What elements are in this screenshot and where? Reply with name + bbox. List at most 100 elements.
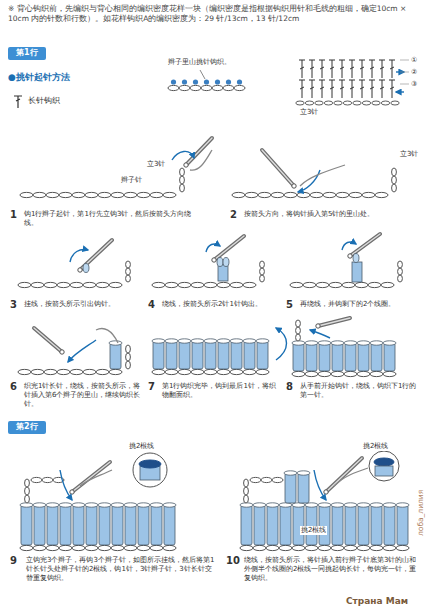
stitch bbox=[254, 505, 265, 545]
chain-link bbox=[44, 369, 57, 374]
chain-link bbox=[370, 371, 383, 376]
stitch bbox=[306, 343, 317, 371]
direction-arrow bbox=[68, 340, 96, 362]
hook-tip bbox=[348, 254, 352, 258]
chain-link bbox=[72, 192, 85, 197]
chain-link bbox=[212, 85, 223, 90]
chain-link bbox=[342, 282, 355, 287]
stitch-top bbox=[150, 503, 163, 507]
detail-label: 挑2根线 bbox=[300, 526, 327, 535]
yarn bbox=[96, 329, 118, 343]
step-text: 再绕线，并钩剩下的2个线圈。 bbox=[300, 300, 395, 309]
chain-link bbox=[191, 369, 204, 374]
crochet-hook-shine bbox=[262, 150, 294, 186]
stitch bbox=[397, 505, 408, 545]
dc-symbol bbox=[309, 60, 315, 78]
inset-loop bbox=[139, 460, 161, 468]
turning-chain bbox=[398, 261, 403, 282]
dc-symbol bbox=[339, 60, 345, 78]
stitch-top bbox=[137, 503, 150, 507]
turning-chain bbox=[126, 345, 131, 369]
crochet-hook bbox=[72, 462, 110, 492]
chain-link bbox=[303, 282, 316, 287]
chain-link bbox=[179, 85, 190, 90]
stitch-top bbox=[46, 503, 59, 507]
dc-symbol bbox=[359, 80, 365, 98]
turning-chain bbox=[260, 261, 265, 282]
chain-stitches bbox=[152, 282, 256, 287]
chain-link bbox=[383, 545, 396, 550]
crochet-hook bbox=[318, 318, 350, 326]
watermark: Страна Мам bbox=[346, 596, 408, 608]
stitch-top bbox=[284, 471, 297, 475]
double-crochet-symbol bbox=[14, 96, 22, 108]
stitch-top bbox=[331, 341, 344, 345]
stitch-top bbox=[33, 503, 46, 507]
chain-link bbox=[165, 282, 178, 287]
hook-tip bbox=[70, 490, 74, 494]
chain-link bbox=[357, 545, 370, 550]
chain-link bbox=[20, 545, 33, 550]
turning-chain bbox=[180, 168, 185, 192]
step-number: 9 bbox=[10, 554, 17, 567]
chain-link bbox=[253, 545, 266, 550]
direction-arrow bbox=[396, 91, 404, 92]
chain-symbol bbox=[334, 101, 342, 105]
chain-symbol bbox=[372, 101, 380, 105]
chain-link bbox=[180, 168, 185, 176]
chain-link bbox=[70, 282, 83, 287]
chain-link bbox=[70, 369, 83, 374]
chain-stitches bbox=[240, 545, 409, 550]
chain-link bbox=[180, 176, 185, 184]
step-text: 绕线，按箭头所示，将针插入前行辫子针底第3针的山和外侧半个线圈的2根线一同挑起钩… bbox=[244, 556, 420, 583]
chain-link bbox=[310, 192, 323, 197]
chain-link bbox=[126, 361, 131, 369]
chain-link bbox=[230, 282, 243, 287]
chain-link bbox=[42, 477, 53, 482]
chain-link bbox=[370, 545, 383, 550]
chain-link bbox=[272, 477, 283, 482]
row-heading-bar: 第2行 bbox=[8, 421, 46, 434]
chain-link bbox=[392, 184, 397, 192]
leader-line bbox=[400, 84, 409, 85]
stitch-top bbox=[383, 341, 396, 345]
chain-link bbox=[126, 261, 131, 268]
chain-link bbox=[152, 369, 165, 374]
chain-link bbox=[191, 282, 204, 287]
chain-link bbox=[59, 545, 72, 550]
chain-link bbox=[85, 192, 98, 197]
dc-symbol bbox=[359, 60, 365, 78]
stitch bbox=[285, 473, 296, 503]
hook-tip bbox=[212, 258, 216, 262]
chain-link bbox=[163, 545, 176, 550]
inset-stitch bbox=[375, 466, 393, 476]
direction-arrow bbox=[60, 470, 72, 500]
chain-link bbox=[152, 282, 165, 287]
chain-symbol bbox=[391, 101, 399, 105]
back-bump bbox=[193, 79, 198, 84]
chain-link bbox=[396, 545, 409, 550]
dc-symbol bbox=[369, 80, 375, 98]
chain-link bbox=[260, 268, 265, 275]
chain-link bbox=[383, 371, 396, 376]
chain-link bbox=[109, 369, 122, 374]
chain-link bbox=[296, 334, 301, 341]
stitch bbox=[384, 343, 395, 371]
chain-link bbox=[243, 282, 256, 287]
chain-link bbox=[368, 282, 381, 287]
chain-link bbox=[261, 477, 272, 482]
stitch bbox=[358, 505, 369, 545]
chain-link bbox=[96, 282, 109, 287]
part-label: 立3针 bbox=[146, 160, 166, 169]
stitch bbox=[73, 505, 84, 545]
chain-link bbox=[217, 282, 230, 287]
direction-arrow bbox=[70, 250, 88, 263]
chain-stitches bbox=[232, 192, 388, 197]
chain-link bbox=[98, 545, 111, 550]
dc-symbol bbox=[389, 80, 395, 98]
part-label: 立3针 bbox=[399, 150, 419, 159]
direction-arrow bbox=[206, 244, 220, 252]
stitch-top bbox=[305, 341, 318, 345]
chain-link bbox=[124, 192, 137, 197]
chain-link bbox=[292, 545, 305, 550]
